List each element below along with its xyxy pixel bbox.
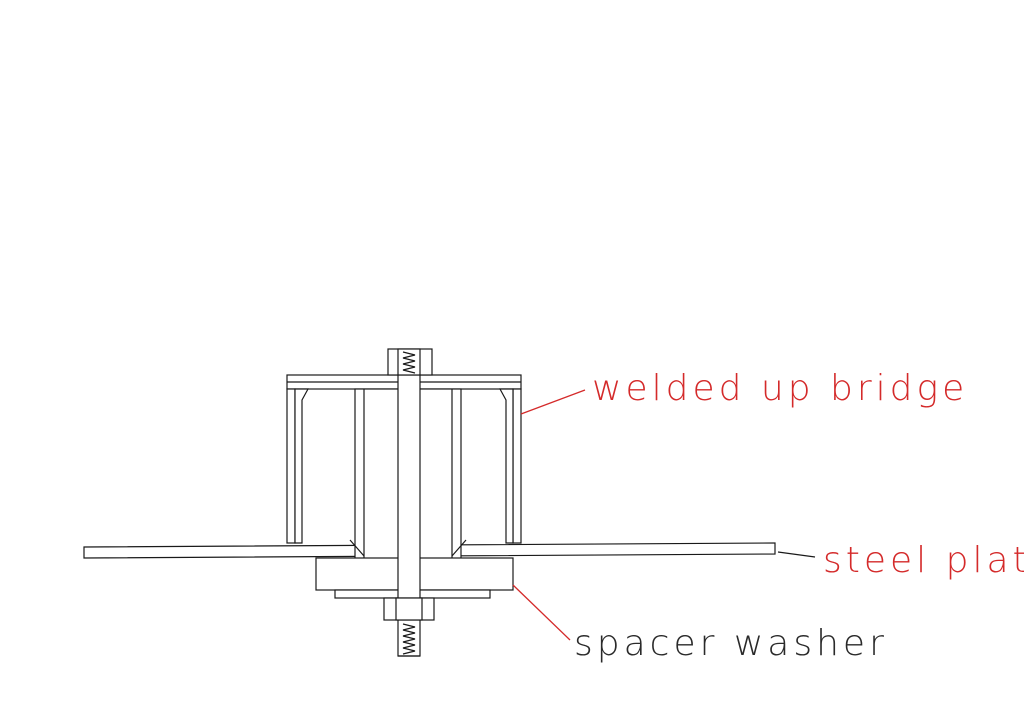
washer-leader [512, 584, 571, 641]
bridge-leader [520, 389, 586, 415]
bridge-label: welded up bridge [592, 368, 968, 409]
plate-leader [777, 551, 816, 558]
bolt [383, 348, 435, 657]
welded-bridge [286, 374, 522, 544]
plate-label: steel plate [823, 540, 1024, 581]
washer-label: spacer washer [574, 623, 888, 664]
